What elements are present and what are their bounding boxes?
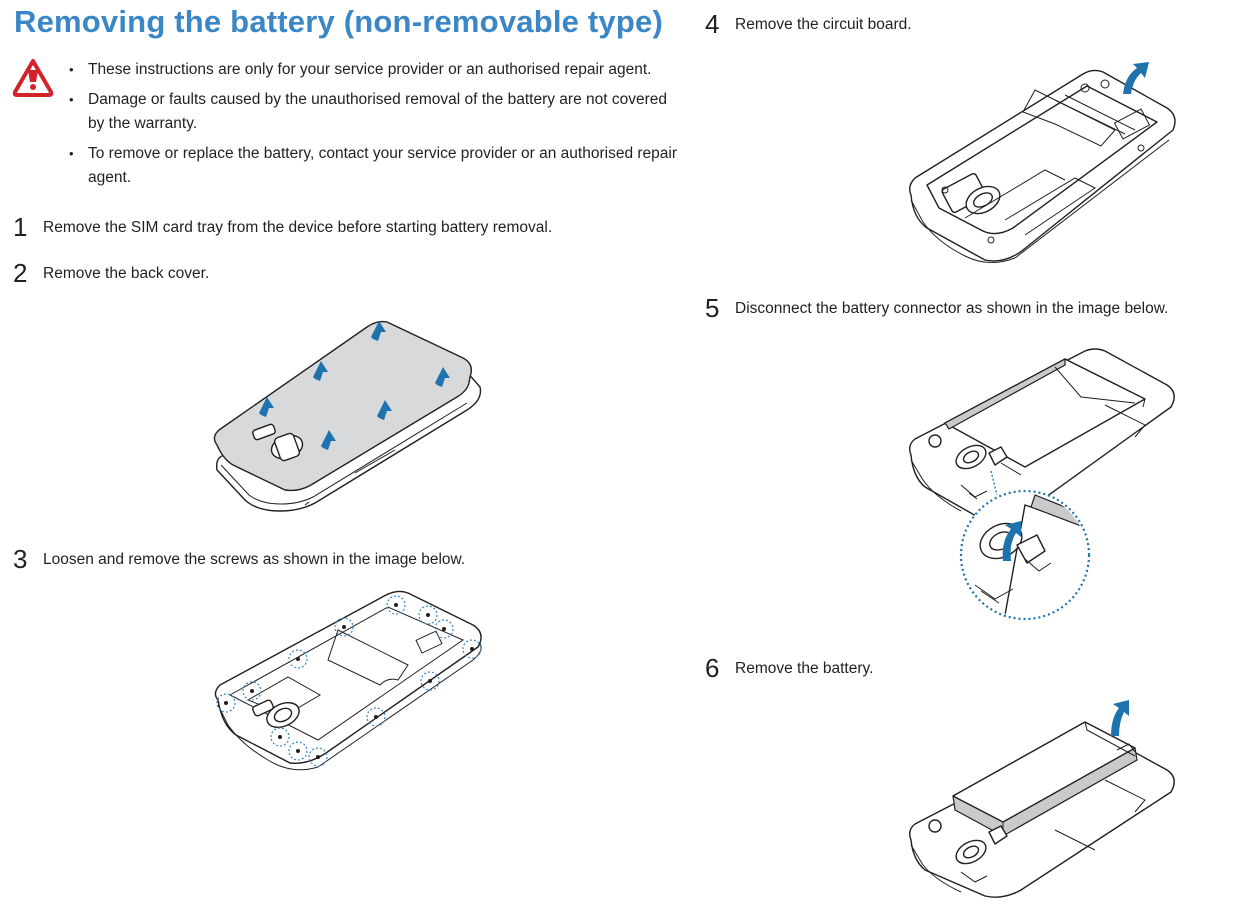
warning-note: •These instructions are only for your se… bbox=[69, 61, 652, 78]
battery-removal-illustration bbox=[908, 700, 1175, 898]
warning-triangle-icon bbox=[12, 59, 54, 97]
disconnect-arrow bbox=[1002, 521, 1021, 561]
step-text: Remove the back cover. bbox=[43, 265, 210, 282]
warning-note: •Damage or faults caused by the unauthor… bbox=[69, 91, 668, 132]
circuit-board-removal-illustration bbox=[908, 62, 1176, 263]
page-title: Removing the battery (non-removable type… bbox=[14, 4, 663, 39]
step-text: Disconnect the battery connector as show… bbox=[735, 300, 1169, 317]
step-text: Remove the circuit board. bbox=[735, 16, 912, 33]
step-number: 6 bbox=[705, 653, 720, 683]
screws-illustration bbox=[214, 590, 482, 771]
step-text: Remove the SIM card tray from the device… bbox=[43, 219, 553, 236]
lift-arrow bbox=[1123, 62, 1149, 94]
battery-connector-illustration bbox=[908, 348, 1175, 621]
screw-markers bbox=[216, 595, 482, 767]
step-number: 3 bbox=[13, 544, 28, 574]
step-number: 2 bbox=[13, 258, 28, 288]
step-text: Loosen and remove the screws as shown in… bbox=[43, 551, 466, 568]
step-number: 4 bbox=[705, 9, 720, 39]
warning-note: •To remove or replace the battery, conta… bbox=[69, 145, 677, 186]
step-number: 1 bbox=[13, 212, 28, 242]
back-cover-removal-illustration bbox=[213, 320, 482, 512]
step-text: Remove the battery. bbox=[735, 660, 874, 677]
lift-arrows bbox=[259, 321, 450, 450]
step-number: 5 bbox=[705, 293, 720, 323]
warning-notes: •These instructions are only for your se… bbox=[66, 58, 686, 196]
lift-arrow bbox=[1111, 700, 1129, 736]
